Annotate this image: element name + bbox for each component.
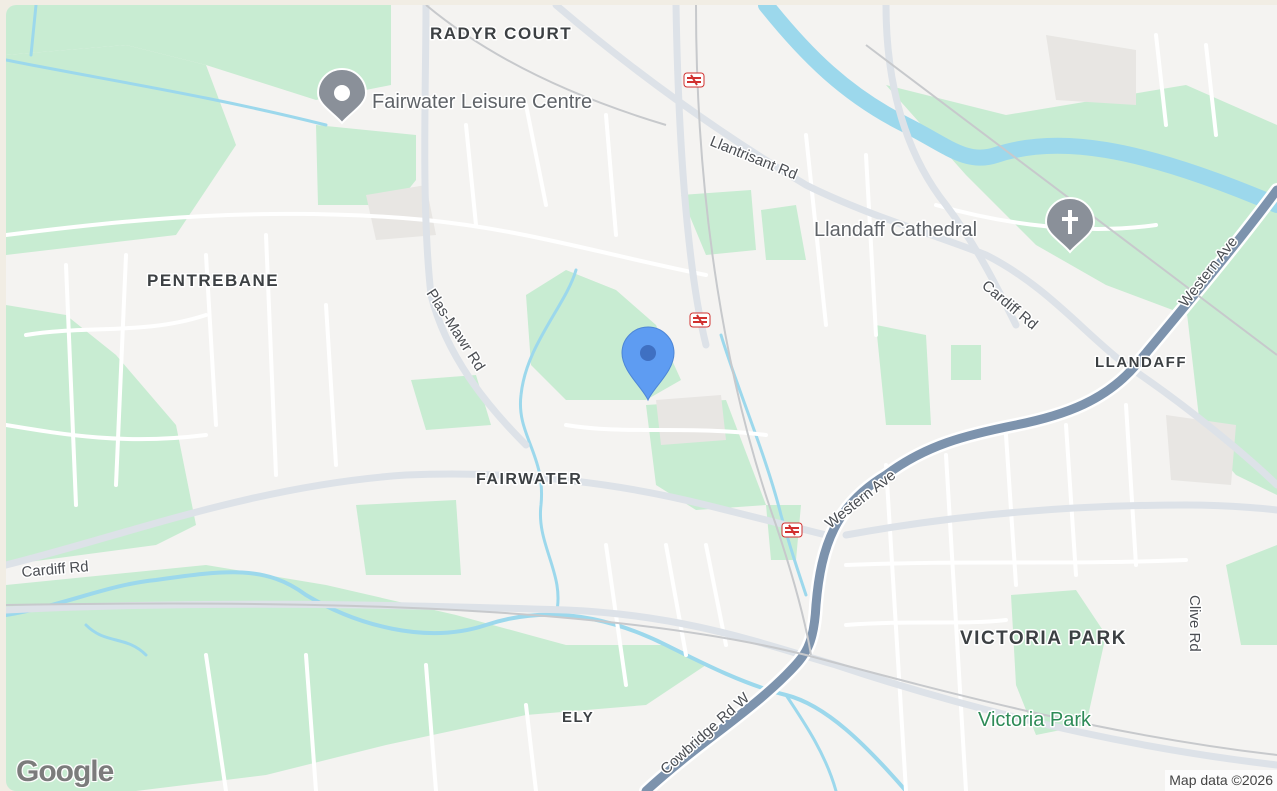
road-label-cowbridge: Cowbridge Rd W xyxy=(657,689,753,778)
area-label-pentrebane: PENTREBANE xyxy=(147,271,279,290)
poi-label-leisure-centre[interactable]: Fairwater Leisure Centre xyxy=(371,90,594,115)
google-logo: Google xyxy=(16,755,114,788)
area-label-ely: ELY xyxy=(562,709,594,726)
green-areas xyxy=(6,5,1277,791)
location-pin-icon[interactable] xyxy=(621,326,675,402)
built-up-areas xyxy=(366,35,1236,485)
poi-label-cathedral[interactable]: Llandaff Cathedral xyxy=(813,218,979,243)
road-label-clive: Clive Rd xyxy=(1186,595,1203,652)
minor-roads xyxy=(6,33,1218,791)
rail-station-icon[interactable] xyxy=(689,312,711,328)
waterways xyxy=(6,5,1277,791)
rail-station-icon[interactable] xyxy=(781,522,803,538)
map-frame[interactable]: RADYR COURT PENTREBANE FAIRWATER LLANDAF… xyxy=(6,5,1277,791)
leisure-centre-marker-icon[interactable] xyxy=(316,68,368,125)
trunk-roads xyxy=(639,183,1277,791)
cathedral-marker-icon[interactable] xyxy=(1044,197,1096,254)
area-label-radyr-court: RADYR COURT xyxy=(430,24,572,43)
rail-station-icon[interactable] xyxy=(683,72,705,88)
area-label-llandaff: LLANDAFF xyxy=(1095,354,1187,371)
poi-label-victoria-park[interactable]: Victoria Park xyxy=(977,708,1094,733)
map-attribution[interactable]: Map data ©2026 xyxy=(1165,770,1277,791)
map-canvas[interactable]: RADYR COURT PENTREBANE FAIRWATER LLANDAF… xyxy=(6,5,1277,791)
area-label-victoria-park: VICTORIA PARK xyxy=(960,628,1127,649)
area-label-fairwater: FAIRWATER xyxy=(476,471,582,488)
road-label-llantrisant: Llantrisant Rd xyxy=(708,133,800,183)
